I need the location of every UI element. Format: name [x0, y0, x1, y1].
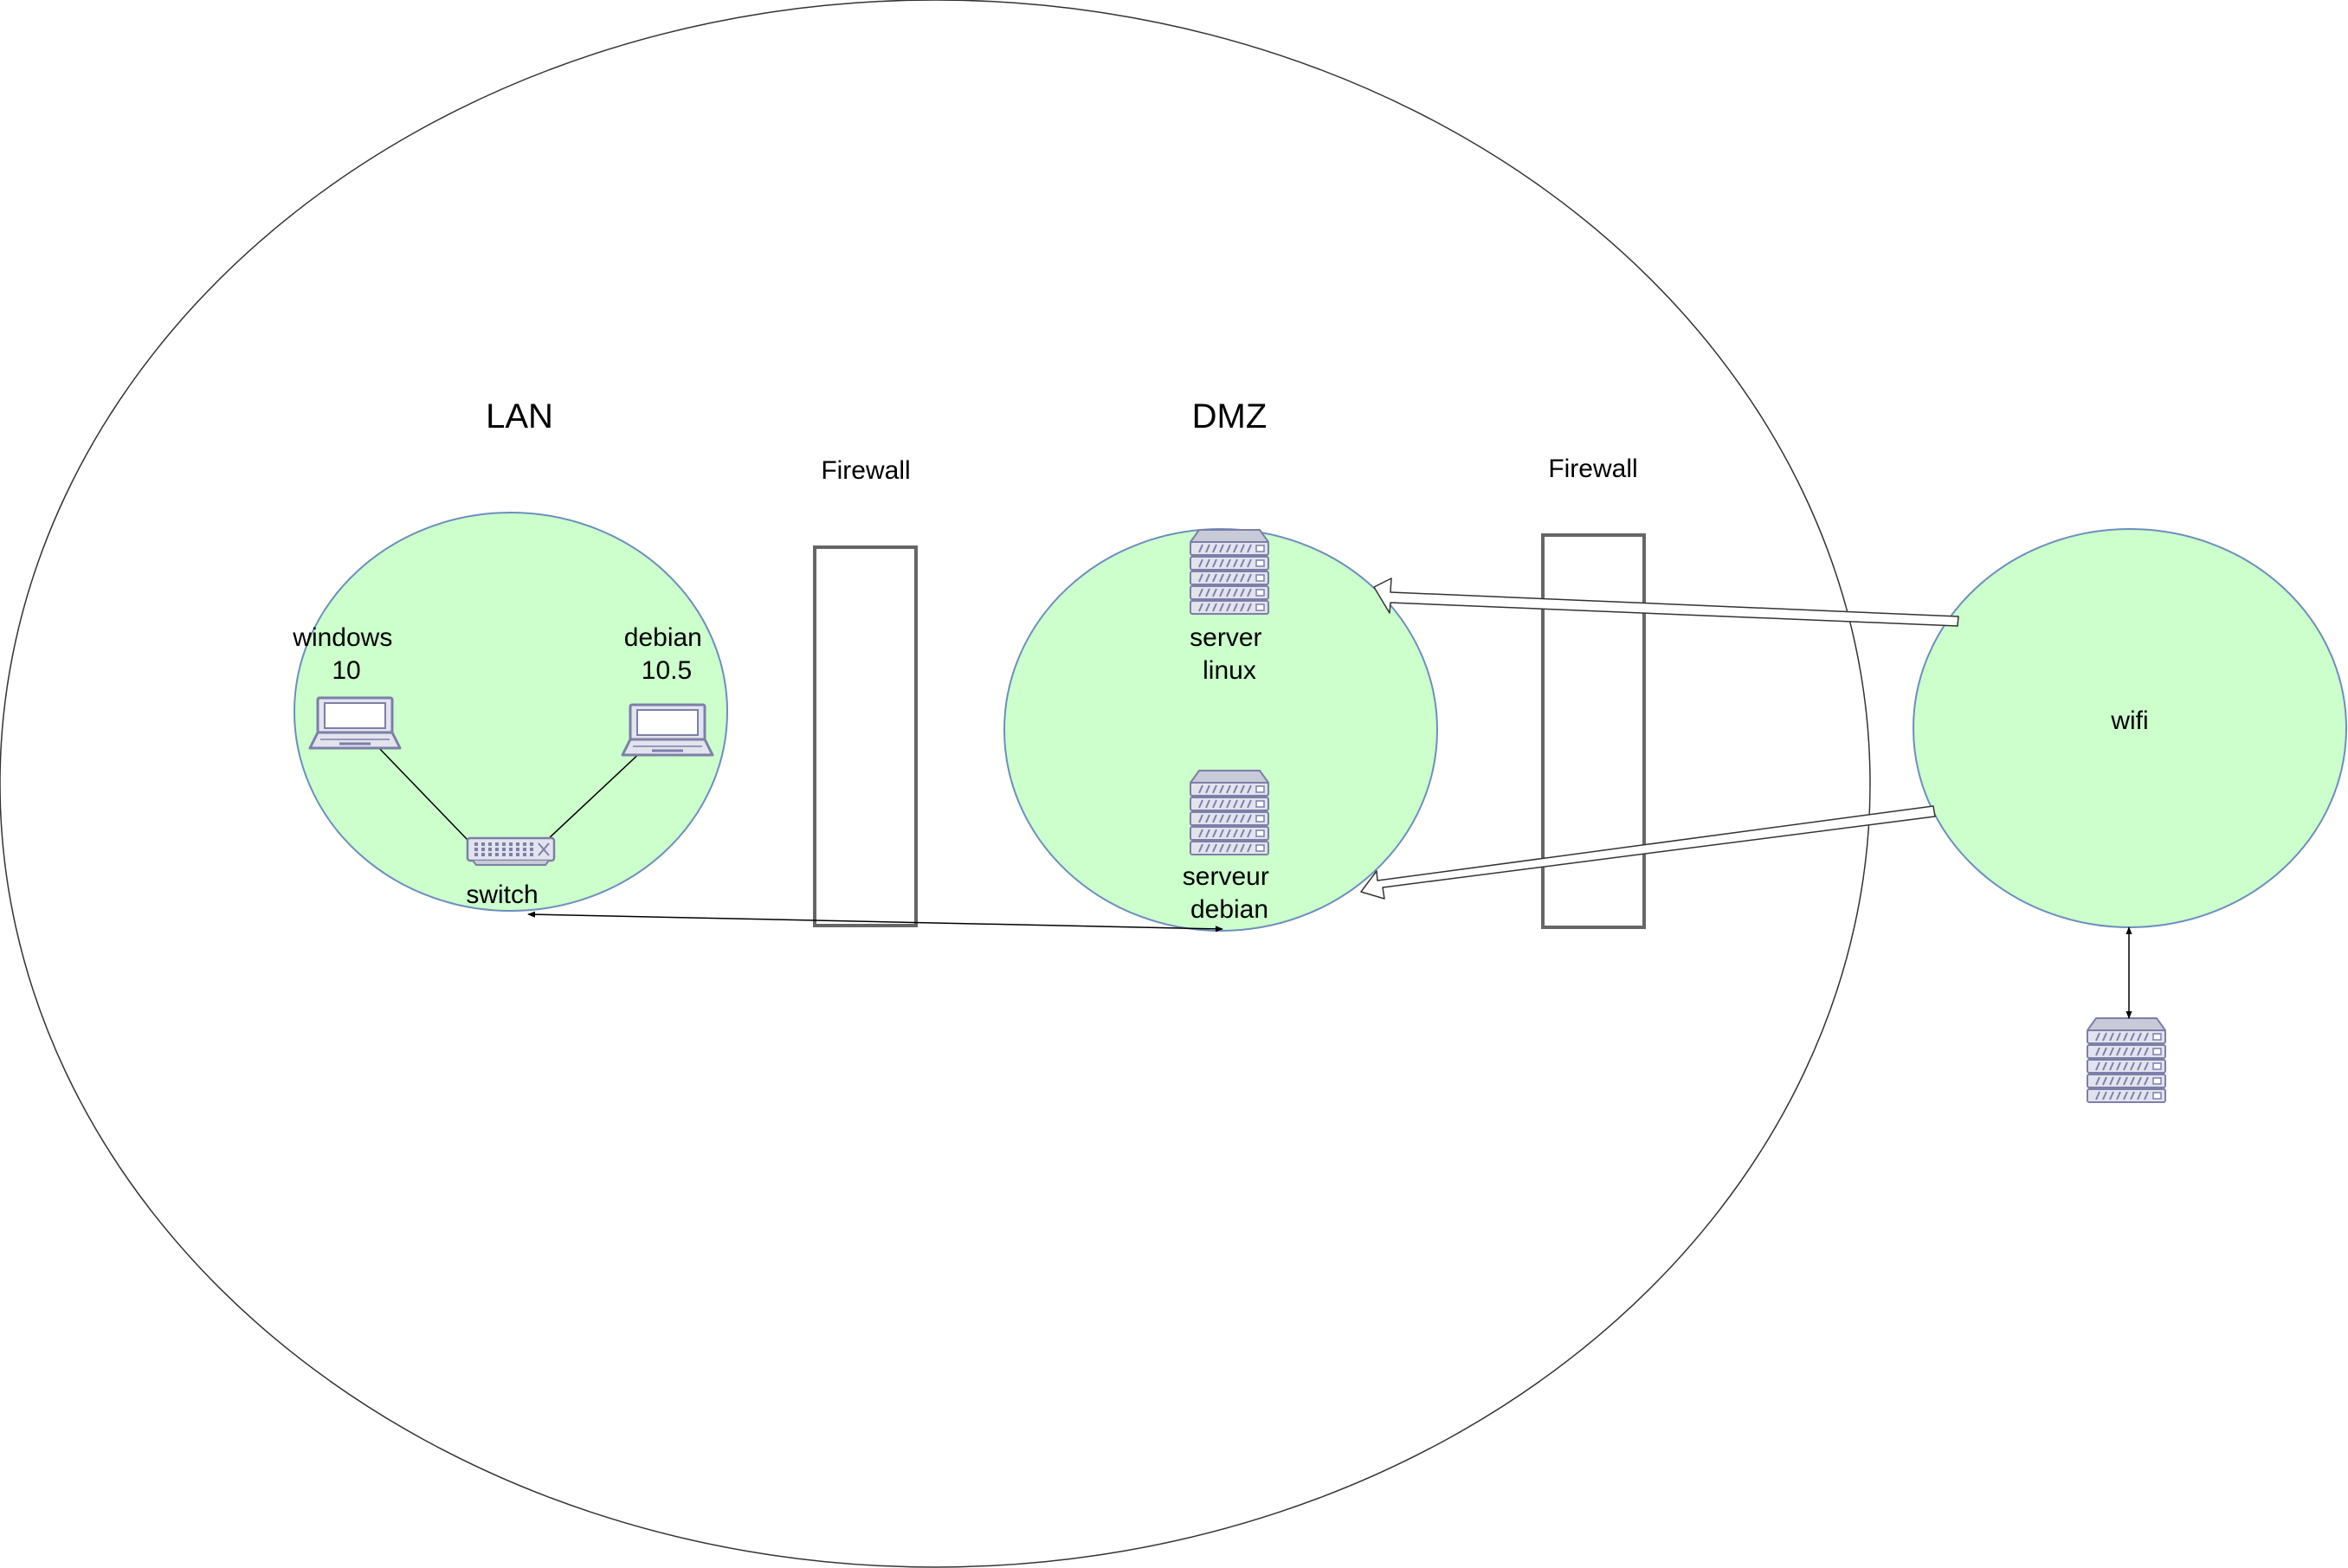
link-windows-switch	[375, 744, 468, 841]
serveur-debian-icon[interactable]	[1190, 770, 1269, 855]
link-debian-switch	[546, 749, 644, 841]
windows-label: windows 10	[292, 623, 399, 685]
debian-label: debian 10.5	[624, 623, 709, 685]
network-switch-icon[interactable]	[466, 836, 556, 867]
debian-laptop-icon[interactable]	[621, 703, 714, 757]
firewall-right-label: Firewall	[1548, 455, 1637, 483]
server-linux-label: server linux	[1190, 623, 1269, 685]
flow-arrow-wifi-to-server-linux	[1373, 578, 1959, 627]
wifi-server-icon[interactable]	[2087, 1017, 2166, 1103]
firewall-left[interactable]	[813, 545, 918, 927]
firewall-left-label: Firewall	[821, 456, 910, 485]
flow-arrow-wifi-to-serveur-debian	[1360, 805, 1936, 900]
serveur-debian-label: serveur debian	[1183, 862, 1276, 924]
switch-label: switch	[466, 881, 538, 909]
lan-zone[interactable]	[294, 512, 728, 912]
wifi-label: wifi	[2110, 707, 2148, 735]
server-linux-icon[interactable]	[1190, 529, 1269, 615]
dmz-zone-title: DMZ	[1192, 397, 1268, 436]
windows-laptop-icon[interactable]	[308, 696, 402, 750]
link-switch-serveur-debian	[527, 911, 1223, 932]
firewall-right[interactable]	[1541, 533, 1646, 929]
network-boundary	[0, 0, 1871, 1568]
lan-zone-title: LAN	[486, 397, 553, 436]
